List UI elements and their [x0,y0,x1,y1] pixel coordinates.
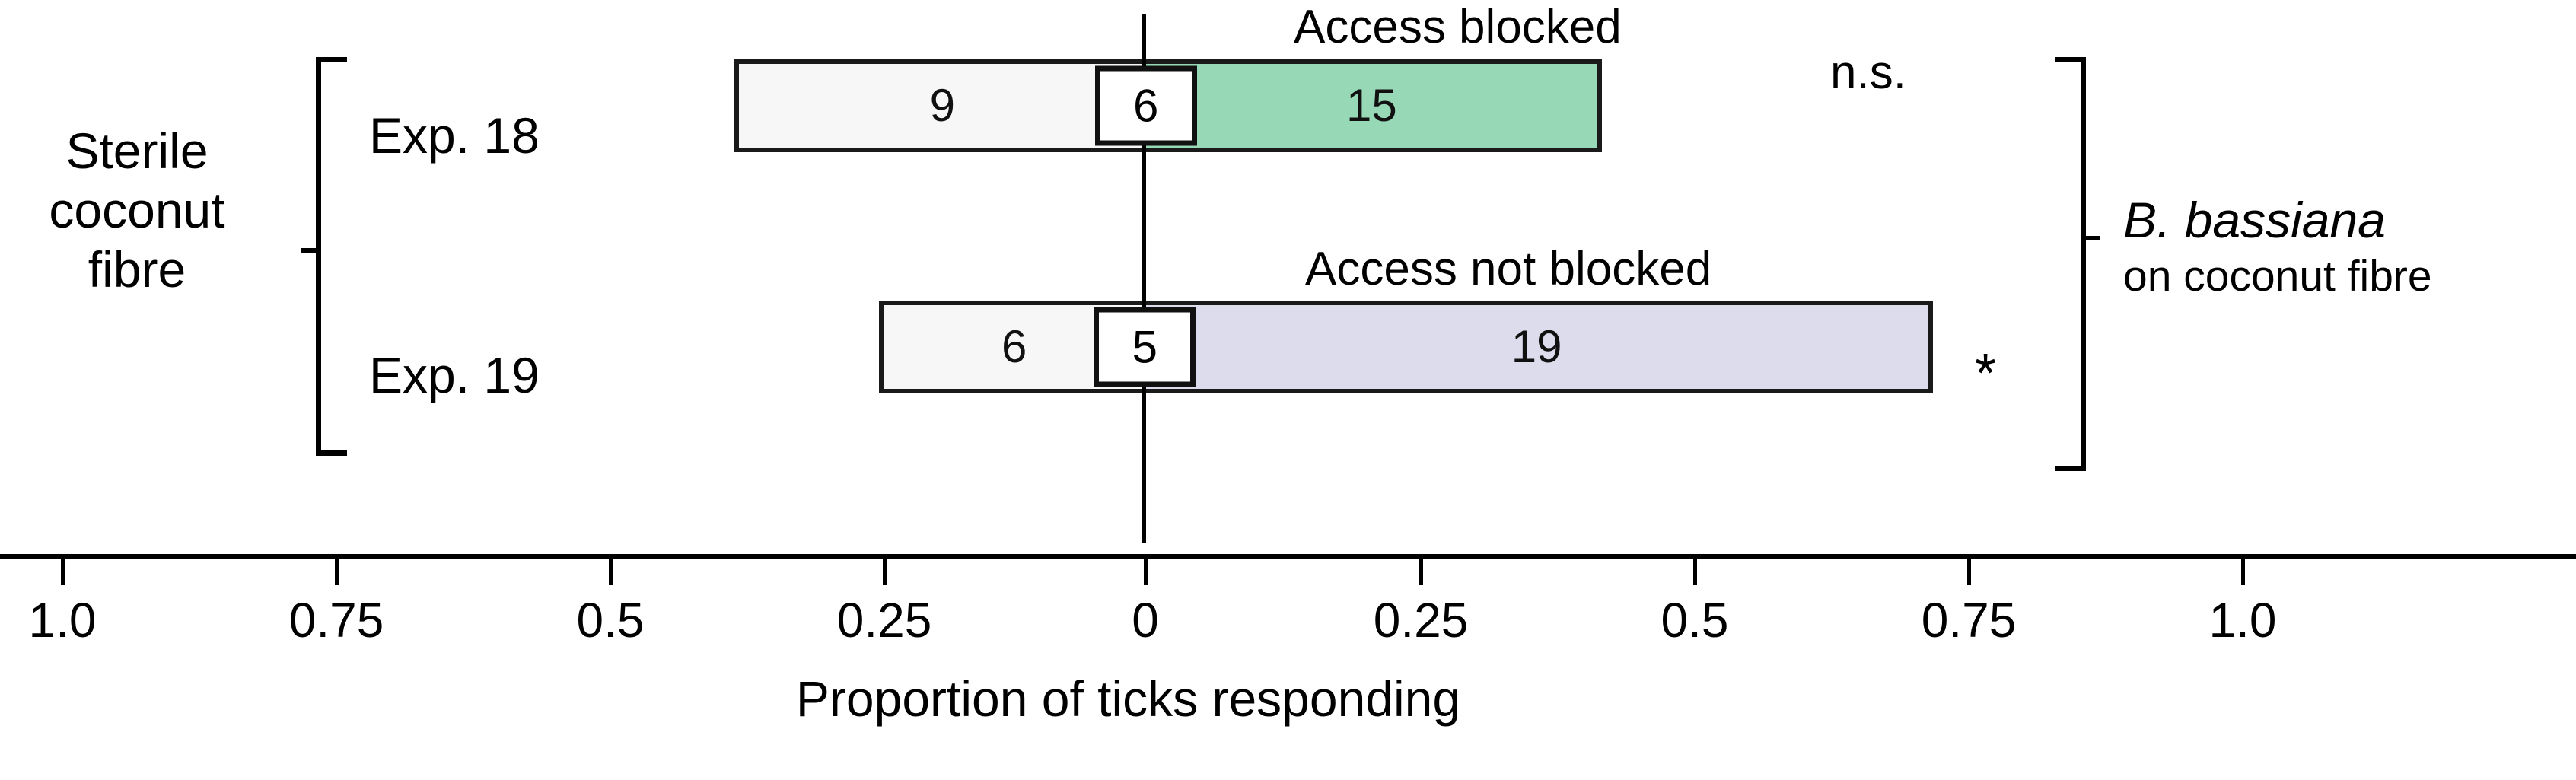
significance-exp-19: * [1975,343,1997,404]
x-tick-label-5: 0.25 [1373,593,1469,648]
left-group-label-line2: coconut [49,181,225,238]
right-group-bracket [2055,57,2086,471]
left-group-label-line3: fibre [88,240,186,298]
x-tick-4 [1144,559,1148,585]
significance-exp-18: n.s. [1830,46,1906,99]
right-group-substrate: on coconut fibre [2123,252,2432,301]
left-group-label-line1: Sterile [65,123,209,179]
x-tick-5 [1419,559,1423,585]
x-tick-label-0: 1.0 [28,593,97,648]
right-group-species: B. bassiana [2123,192,2386,248]
bar-exp-19-right-value: 19 [1511,321,1562,372]
x-tick-label-6: 0.5 [1661,593,1729,648]
plot-area: Access blocked Access not blocked 9 15 6… [734,1,1997,543]
x-tick-3 [883,559,887,585]
x-tick-6 [1693,559,1697,585]
x-tick-1 [335,559,339,585]
right-group-label: B. bassiana on coconut fibre [2123,190,2565,303]
left-group-label: Sterile coconut fibre [8,122,266,300]
x-tick-label-3: 0.25 [836,593,932,648]
x-tick-7 [1967,559,1971,585]
bar-caption-access-not-blocked: Access not blocked [1305,243,1712,295]
bar-caption-access-blocked: Access blocked [1294,1,1622,53]
x-axis-title-wrap: Proportion of ticks responding [0,670,2576,727]
left-group-bracket-tick [301,248,320,253]
left-group-bracket [316,57,347,456]
bar-exp-18-left-segment: 9 [739,64,1146,148]
bar-exp-18-center-box: 6 [1094,65,1197,146]
bar-exp-19-right-segment: 19 5 [1094,305,1928,389]
bar-exp-18-right-segment: 15 6 [1094,64,1597,148]
x-tick-8 [2241,559,2245,585]
right-group-bracket-tick [2081,236,2100,240]
x-tick-2 [609,559,613,585]
x-tick-label-4: 0 [1132,593,1159,648]
row-label-exp-19: Exp. 19 [369,347,540,403]
bar-exp-19-center-box: 5 [1094,307,1196,387]
x-tick-label-7: 0.75 [1921,593,2017,648]
x-axis-title: Proportion of ticks responding [795,670,1461,727]
x-axis-line [0,554,2576,559]
x-tick-label-1: 0.75 [288,593,384,648]
zero-reference-line [1142,14,1146,543]
bar-exp-18-right-value: 15 [1345,80,1397,131]
x-tick-label-8: 1.0 [2208,593,2277,648]
bar-exp-19-center-value: 5 [1132,321,1157,372]
bar-exp-19: 6 19 5 [879,301,1933,393]
row-label-exp-18: Exp. 18 [369,107,540,164]
bar-exp-18: 9 15 6 [734,59,1602,152]
bar-exp-19-left-value: 6 [1001,321,1027,372]
bar-exp-18-left-value: 9 [929,80,956,131]
bar-exp-18-center-value: 6 [1132,80,1159,131]
x-tick-0 [61,559,65,585]
x-tick-label-2: 0.5 [576,593,645,648]
